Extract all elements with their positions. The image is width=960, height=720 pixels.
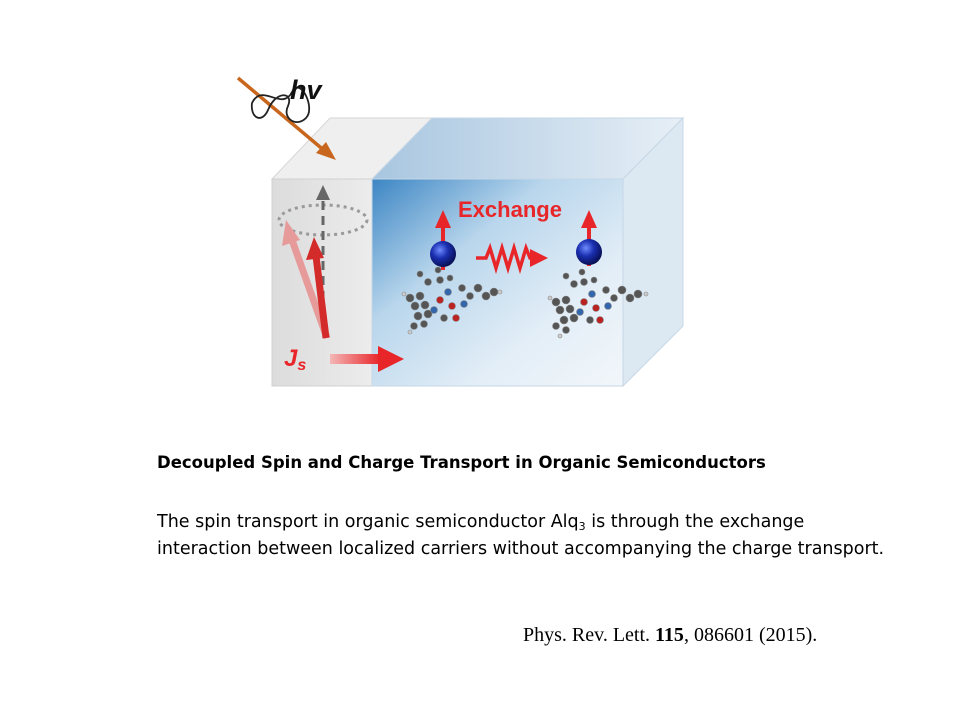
citation-volume: 115 <box>655 624 684 646</box>
alq3-molecule-left <box>401 266 503 335</box>
electron-spin-right <box>576 210 602 266</box>
citation-rest: , 086601 (2015). <box>683 624 818 646</box>
spin-current-arrow <box>330 346 404 372</box>
photon-arrow <box>236 76 336 160</box>
electron-spin-left <box>430 210 456 270</box>
citation: Phys. Rev. Lett. 115, 086601 (2015). <box>523 624 923 647</box>
citation-journal: Phys. Rev. Lett. <box>523 624 651 646</box>
caption-body-subscript: 3 <box>578 520 586 533</box>
spin-current-label: Js <box>284 345 306 374</box>
exchange-arrow <box>476 241 548 275</box>
alq3-molecule-right <box>547 268 649 339</box>
magnetization-precession <box>277 185 369 340</box>
caption-body-text-cont: is through the exchange interaction betw… <box>157 512 885 559</box>
caption-title: Decoupled Spin and Charge Transport in O… <box>157 453 766 472</box>
organic-semiconductor-block <box>370 116 685 388</box>
photon-label: hv <box>290 75 323 105</box>
caption-body: The spin transport in organic semiconduc… <box>157 509 897 563</box>
exchange-label: Exchange <box>458 197 562 222</box>
caption-body-text: The spin transport in organic semiconduc… <box>157 512 579 532</box>
ferromagnet-block <box>270 117 434 387</box>
